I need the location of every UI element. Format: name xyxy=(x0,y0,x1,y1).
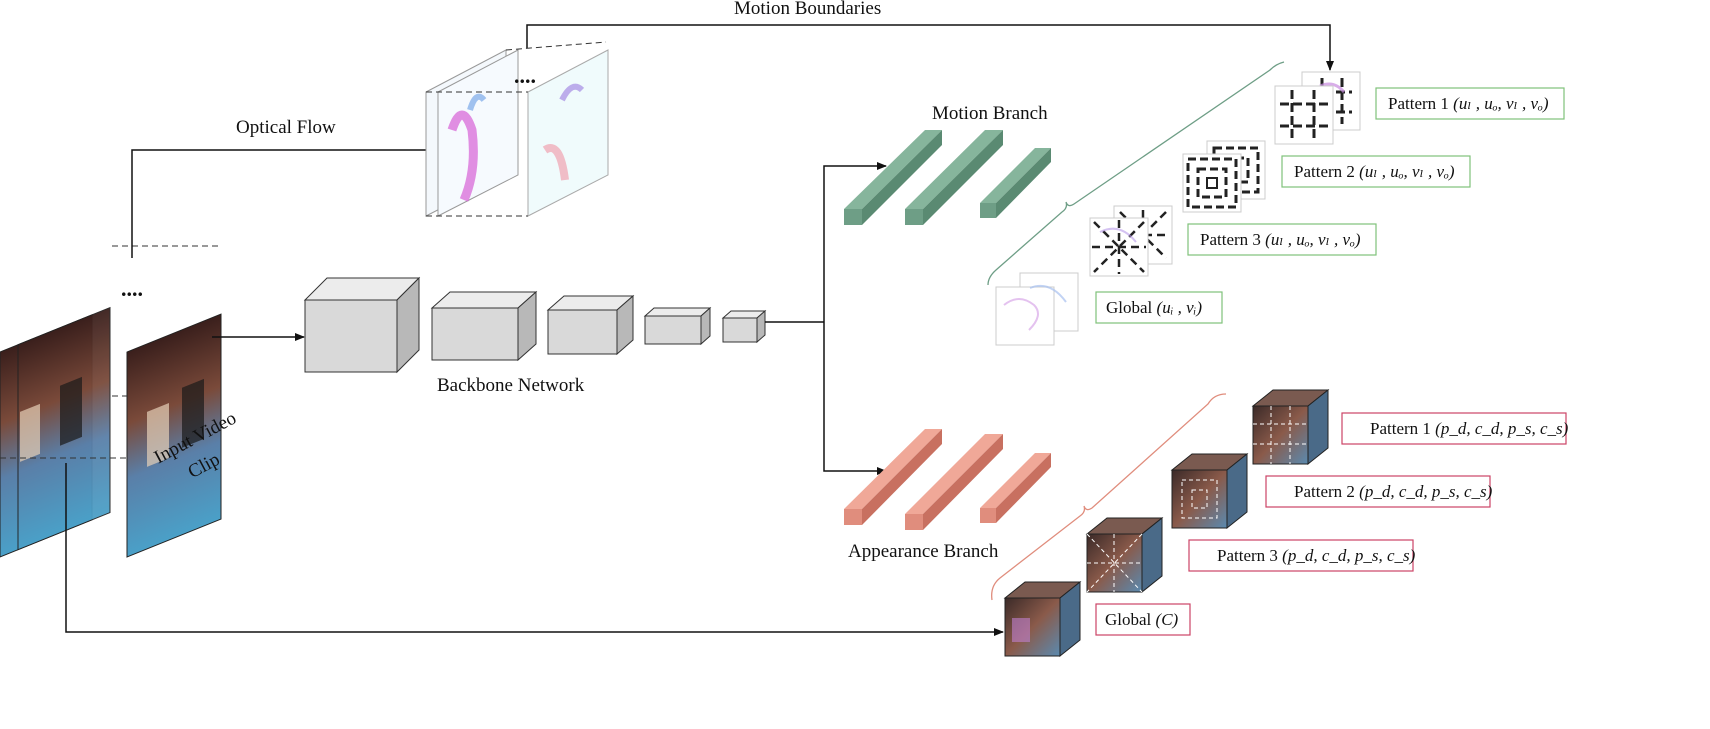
motion-pattern-2-thumb xyxy=(1182,140,1266,213)
appearance-branch-label: Appearance Branch xyxy=(848,541,999,562)
motion-bar-2 xyxy=(905,130,1003,225)
backbone-network xyxy=(303,276,767,374)
appearance-pattern-1-name: Pattern 1 xyxy=(1370,419,1431,438)
optical-flow-label: Optical Flow xyxy=(236,117,336,138)
appearance-pattern-3-cube xyxy=(1085,516,1164,594)
appearance-brace xyxy=(991,393,1227,601)
backbone-block-3 xyxy=(546,294,635,356)
optical-flow-frames: .... xyxy=(425,41,609,217)
appearance-bar-3 xyxy=(980,453,1051,523)
backbone-block-2 xyxy=(430,290,538,362)
svg-text:Global (C): Global (C) xyxy=(1105,610,1179,629)
appearance-pattern-2-args: (p_d, c_d, p_s, c_s) xyxy=(1359,482,1492,501)
motion-pattern-2-args: (uₗ , uₒ, vₗ , vₒ) xyxy=(1359,162,1455,181)
motion-pattern-2-name: Pattern 2 xyxy=(1294,162,1355,181)
motion-pattern-3-thumb xyxy=(1089,205,1173,277)
motion-global-name: Global xyxy=(1106,298,1153,317)
to-appearance-branch-arrow xyxy=(823,322,887,475)
appearance-pattern-3-name: Pattern 3 xyxy=(1217,546,1278,565)
appearance-global-label: Global (C) xyxy=(1095,603,1191,636)
motion-pattern-label-2: Pattern 2 (uₗ , uₒ, vₗ , vₒ) xyxy=(1281,155,1471,188)
motion-pattern-3-name: Pattern 3 xyxy=(1200,230,1261,249)
motion-brace xyxy=(987,61,1285,286)
svg-text:Global (uᵢ , vᵢ): Global (uᵢ , vᵢ) xyxy=(1106,298,1202,317)
appearance-pattern-2-name: Pattern 2 xyxy=(1294,482,1355,501)
svg-text:Pattern 2 (uₗ , uₒ, vₗ , vₒ): Pattern 2 (uₗ , uₒ, vₗ , vₒ) xyxy=(1294,162,1455,181)
backbone-block-1 xyxy=(303,276,421,374)
appearance-branch-bars xyxy=(844,429,1051,530)
input-to-global-cube-arrow xyxy=(65,463,1004,636)
to-motion-branch-arrow xyxy=(823,162,887,322)
backbone-label: Backbone Network xyxy=(437,375,585,396)
appearance-pattern-1-args: (p_d, c_d, p_s, c_s) xyxy=(1435,419,1568,438)
motion-pattern-label-1: Pattern 1 (uₗ , uₒ, vₗ , vₒ) xyxy=(1375,87,1565,120)
optical-flow-arrow xyxy=(131,146,437,258)
motion-pattern-3-args: (uₗ , uₒ, vₗ , vₒ) xyxy=(1265,230,1361,249)
appearance-global-cube xyxy=(1003,580,1082,658)
appearance-pattern-3-args: (p_d, c_d, p_s, c_s) xyxy=(1282,546,1415,565)
motion-pattern-1-thumb xyxy=(1274,71,1361,145)
flow-ellipsis: .... xyxy=(514,63,536,88)
motion-boundaries-label: Motion Boundaries xyxy=(734,0,881,19)
svg-text:Pattern 3 (p_d, c_d, p_s, c: Pattern 3 (p_d, c_d, p_s, c_s) xyxy=(1217,546,1416,565)
appearance-global-name: Global xyxy=(1105,610,1152,629)
motion-global-thumb xyxy=(995,272,1079,346)
svg-text:Pattern 2 (p_d, c_d, p_s, c: Pattern 2 (p_d, c_d, p_s, c_s) xyxy=(1294,482,1493,501)
svg-text:Pattern 1 (p_d, c_d, p_s, c: Pattern 1 (p_d, c_d, p_s, c_s) xyxy=(1370,419,1569,438)
appearance-pattern-1-cube xyxy=(1251,388,1330,466)
motion-boundaries-arrow xyxy=(526,24,1334,71)
appearance-pattern-label-1: Pattern 1 (p_d, c_d, p_s, c_s) xyxy=(1341,412,1569,445)
motion-bar-3 xyxy=(980,148,1051,218)
motion-global-label: Global (uᵢ , vᵢ) xyxy=(1095,291,1223,324)
input-ellipsis: .... xyxy=(121,276,143,301)
appearance-pattern-2-cube xyxy=(1170,452,1249,530)
input-video-frames: .... xyxy=(0,245,222,558)
appearance-pattern-label-3: Pattern 3 (p_d, c_d, p_s, c_s) xyxy=(1188,539,1416,572)
appearance-bar-1 xyxy=(844,429,942,525)
motion-pattern-1-name: Pattern 1 xyxy=(1388,94,1449,113)
appearance-global-args: (C) xyxy=(1156,610,1179,629)
appearance-pattern-label-2: Pattern 2 (p_d, c_d, p_s, c_s) xyxy=(1265,475,1493,508)
backbone-block-4 xyxy=(643,306,712,346)
motion-global-args: (uᵢ , vᵢ) xyxy=(1157,298,1203,317)
motion-branch-label: Motion Branch xyxy=(932,103,1048,124)
motion-bar-1 xyxy=(844,130,942,225)
svg-text:Pattern 1 (uₗ , uₒ, vₗ , vₒ): Pattern 1 (uₗ , uₒ, vₗ , vₒ) xyxy=(1388,94,1549,113)
backbone-block-5 xyxy=(721,309,767,344)
svg-text:Pattern 3 (uₗ , uₒ, vₗ , vₒ): Pattern 3 (uₗ , uₒ, vₗ , vₒ) xyxy=(1200,230,1361,249)
motion-pattern-label-3: Pattern 3 (uₗ , uₒ, vₗ , vₒ) xyxy=(1187,223,1377,256)
motion-branch-bars xyxy=(844,130,1051,225)
motion-pattern-1-args: (uₗ , uₒ, vₗ , vₒ) xyxy=(1453,94,1549,113)
appearance-bar-2 xyxy=(905,434,1003,530)
